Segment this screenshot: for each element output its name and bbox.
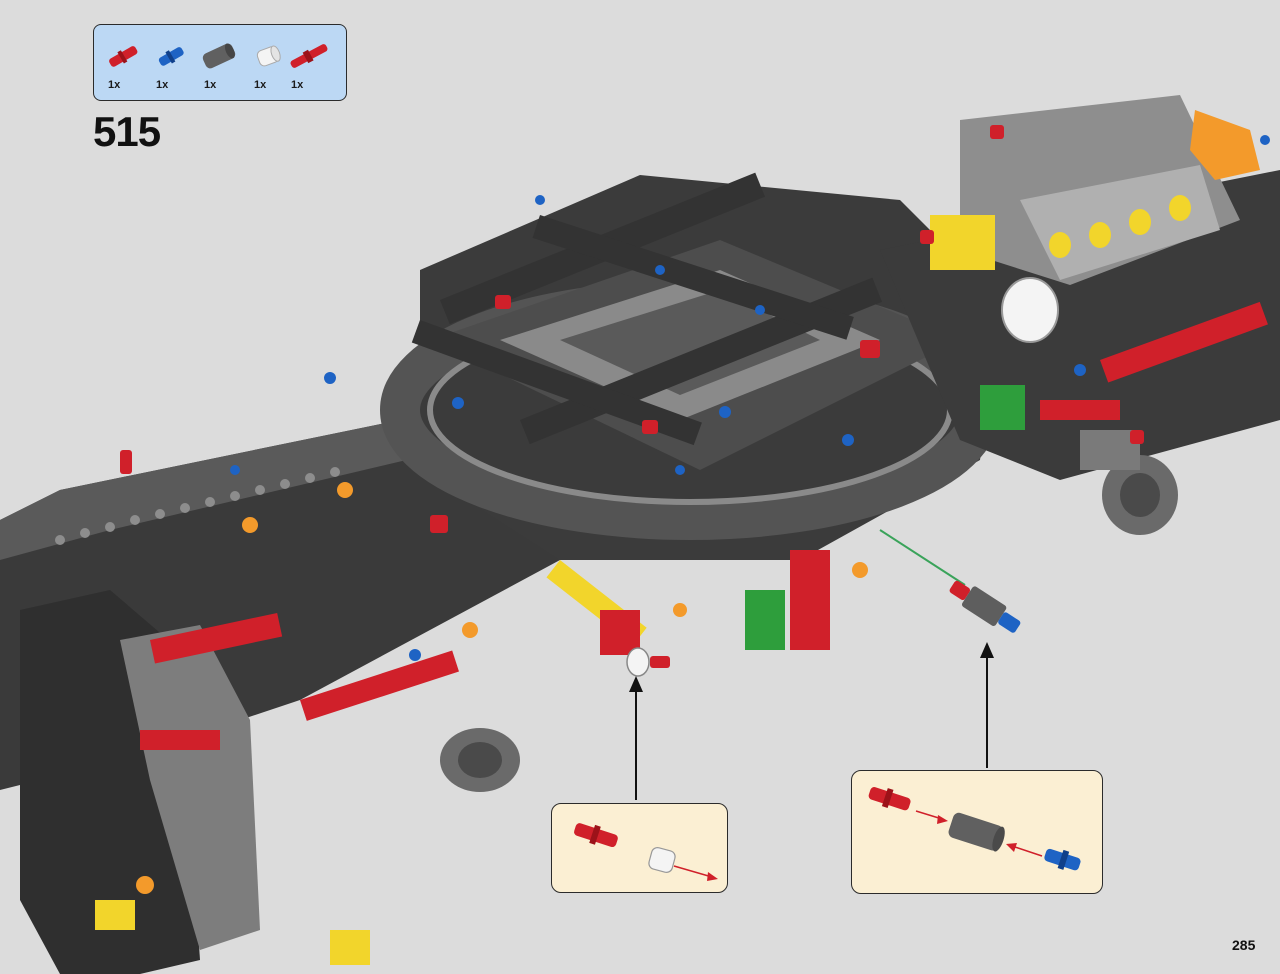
red-block-center (790, 550, 830, 650)
part-qty: 1x (254, 79, 267, 91)
part-qty: 1x (291, 79, 304, 91)
white-cylinder (1001, 277, 1059, 343)
part-item: 1x (198, 35, 246, 95)
red-block-2 (600, 610, 640, 655)
red-beam-3 (140, 730, 220, 750)
engine-cylinders (1049, 195, 1191, 258)
callout-box-connector (851, 770, 1103, 894)
blue-axle-pin-icon (158, 47, 184, 66)
chassis-left-top (0, 420, 470, 560)
parts-list-box: 1x 1x 1x 1x 1x (93, 24, 347, 101)
chassis-holes (55, 467, 340, 545)
red-beam-2 (300, 650, 459, 721)
hazard-plate (95, 900, 135, 930)
page-number: 285 (1232, 937, 1256, 953)
red-beam-1 (150, 612, 283, 664)
new-assembly (949, 580, 1021, 633)
connector-assembly-icon (868, 787, 1081, 871)
dark-gray-connector-icon (202, 43, 236, 69)
part-item: 1x (150, 35, 198, 95)
callout-box-pin-bush (551, 803, 728, 893)
top-beam-4 (411, 319, 702, 446)
red-axle-pin-icon (109, 46, 138, 67)
red-beam-right-2 (1040, 400, 1120, 420)
part-qty: 1x (108, 79, 121, 91)
part-item: 1x (285, 35, 333, 95)
hazard-plate-2 (330, 930, 370, 965)
yellow-bracket (930, 215, 995, 270)
pins-orange (136, 482, 868, 894)
pointer-line (879, 529, 966, 586)
pins-red (120, 125, 1144, 533)
red-pin-installed (650, 656, 670, 668)
white-bush-icon (256, 45, 281, 67)
white-bush-installed (626, 647, 650, 677)
pins-blue (230, 135, 1270, 661)
red-beam-right (1100, 301, 1268, 383)
orange-fan (1190, 110, 1260, 180)
top-beam-3 (532, 215, 854, 340)
part-item: 1x (102, 35, 150, 95)
front-frame-light (120, 625, 260, 950)
arrow-left-head (629, 676, 643, 692)
part-qty: 1x (204, 79, 217, 91)
green-block-center (745, 590, 785, 650)
arrow-right-head (980, 642, 994, 658)
part-qty: 1x (156, 79, 169, 91)
red-axle-connector-icon (290, 44, 328, 68)
part-item: 1x (248, 35, 296, 95)
green-bracket-right (980, 385, 1025, 430)
pin-bush-assembly-icon (574, 823, 718, 881)
step-number: 515 (93, 108, 161, 155)
